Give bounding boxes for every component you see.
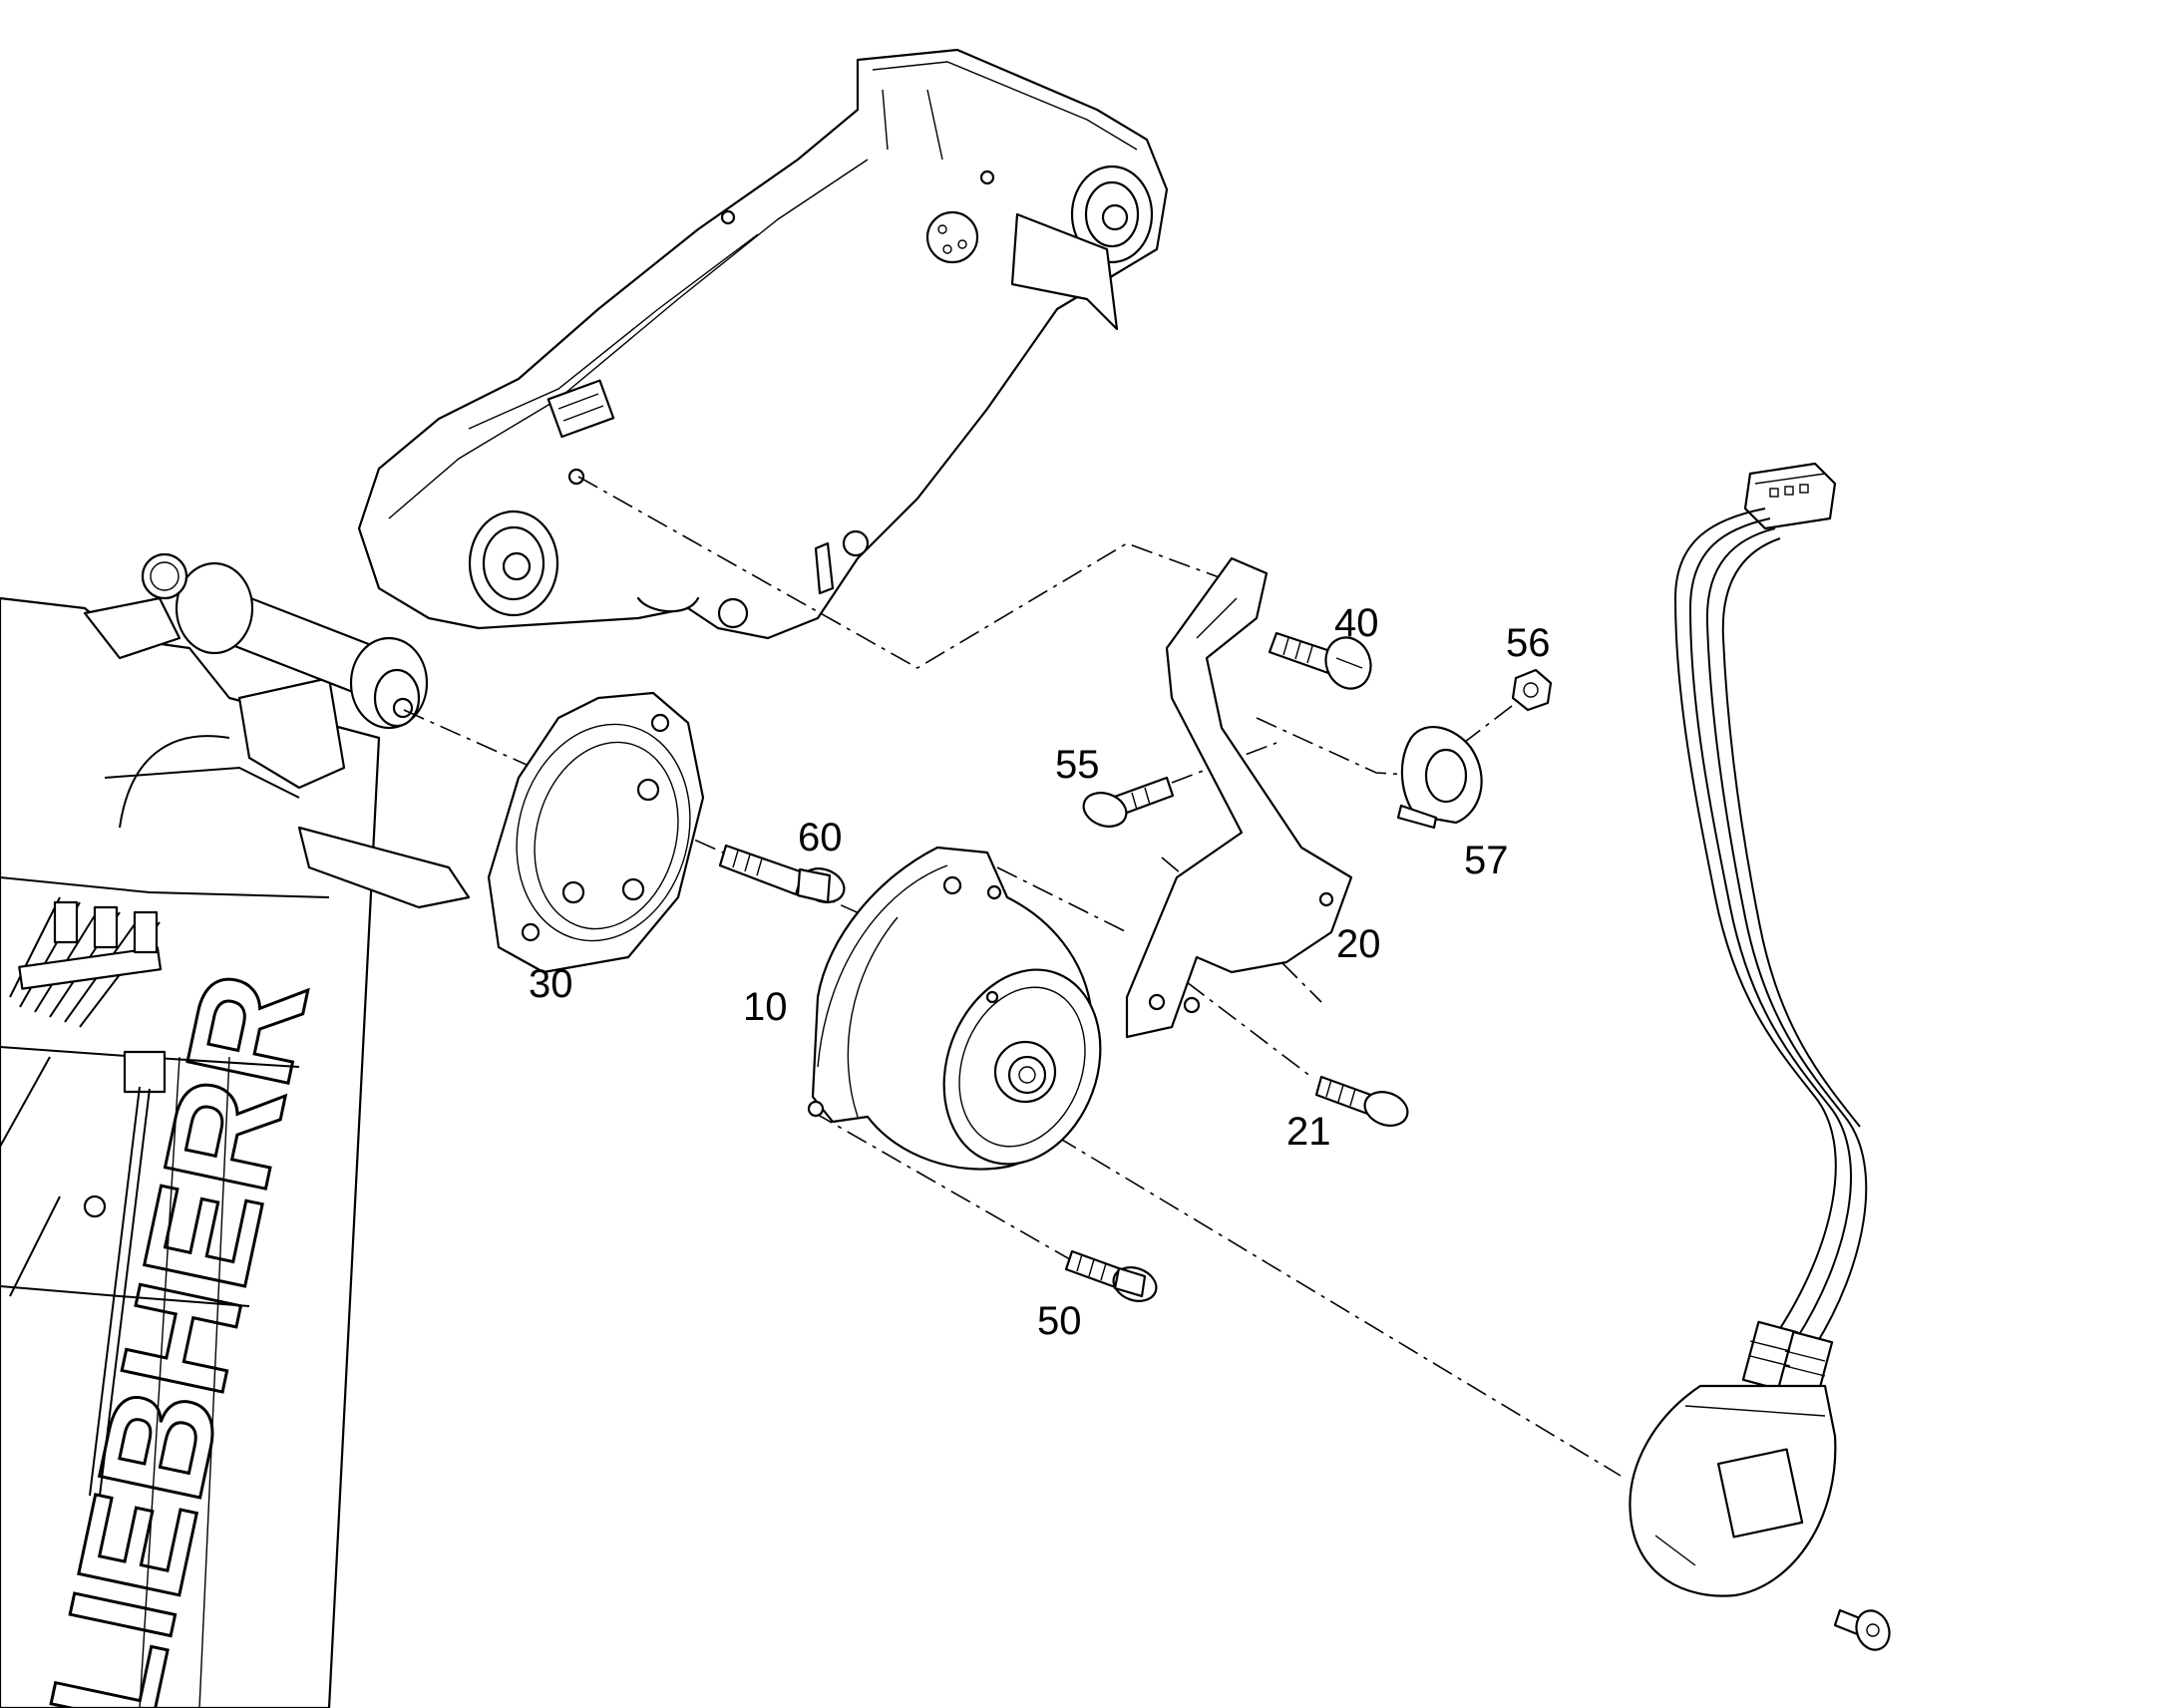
callout-55: 55	[1055, 743, 1100, 787]
bolt-55	[1082, 776, 1175, 828]
callout-10: 10	[743, 985, 788, 1029]
adapter-plate-30	[487, 691, 705, 974]
boom-link-arm	[357, 48, 1169, 640]
pivot-pin	[141, 552, 429, 730]
bolt-60	[718, 844, 846, 904]
screw-40	[1268, 631, 1372, 690]
callout-57: 57	[1464, 839, 1509, 882]
sensor-with-cable	[1629, 462, 1868, 1597]
callout-20: 20	[1336, 922, 1381, 966]
callout-50: 50	[1037, 1299, 1082, 1343]
callout-60: 60	[798, 816, 843, 859]
bolt-50	[1064, 1249, 1158, 1302]
nut-56	[1511, 668, 1553, 712]
housing-10	[807, 846, 1102, 1171]
callout-56: 56	[1506, 621, 1551, 665]
screw-small	[1833, 1608, 1891, 1651]
callout-21: 21	[1286, 1110, 1331, 1154]
bracket-20	[1125, 556, 1353, 1039]
boom-frame	[0, 596, 471, 1708]
screw-21	[1314, 1075, 1409, 1127]
callout-30: 30	[529, 962, 573, 1006]
hydraulic-lines	[0, 896, 167, 1497]
callout-40: 40	[1334, 601, 1379, 645]
clamp-57	[1396, 726, 1483, 830]
